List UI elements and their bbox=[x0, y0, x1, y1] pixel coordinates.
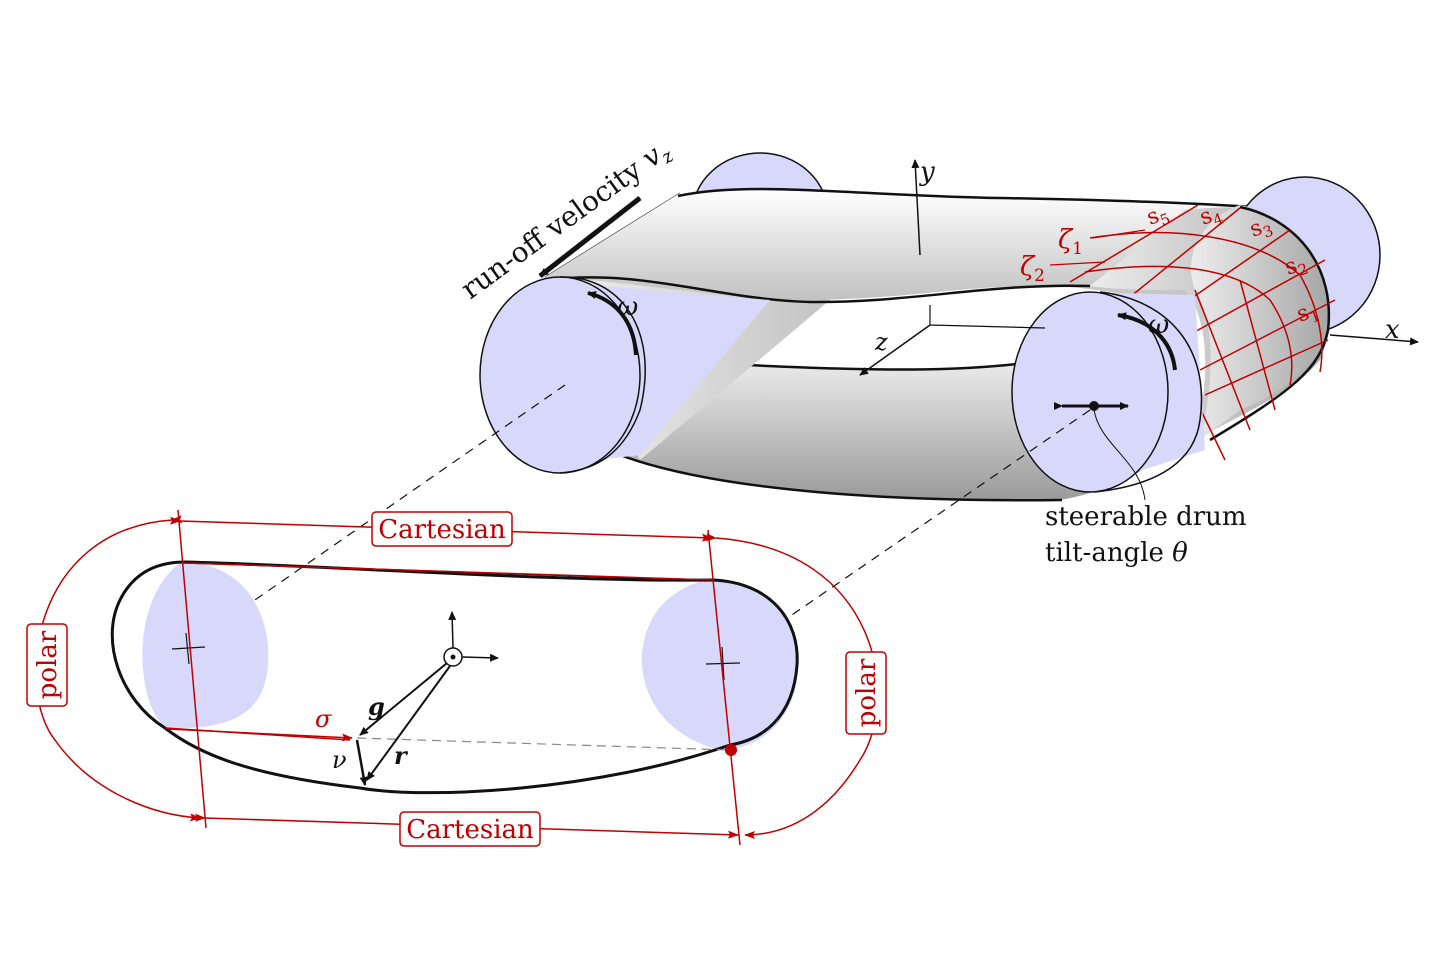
x-axis bbox=[1329, 334, 1419, 346]
front-left-drum-side bbox=[559, 276, 646, 474]
belt-right-wrap bbox=[1191, 205, 1330, 440]
belt-top-back-edge bbox=[677, 187, 1266, 210]
local-frame-dot bbox=[450, 654, 456, 660]
vector-nu bbox=[355, 739, 368, 786]
polar-left-tag: polar bbox=[26, 623, 68, 707]
zeta1-label: ζ1 bbox=[1058, 225, 1083, 259]
belt-coordinate-grid bbox=[1069, 204, 1336, 461]
g-label: g bbox=[368, 692, 385, 721]
svg-text:polar: polar bbox=[852, 658, 882, 727]
run-off-velocity-arrow bbox=[538, 196, 642, 278]
zeta1-leader bbox=[1092, 229, 1146, 239]
omega-right-label: ω bbox=[1148, 310, 1169, 340]
belt-cross-section bbox=[35, 509, 879, 846]
zeta2-leader bbox=[1049, 261, 1106, 266]
x-axis-label: x bbox=[1385, 315, 1400, 345]
polar-left-arc bbox=[35, 515, 201, 822]
belt-right-outer-edge bbox=[1209, 205, 1331, 442]
r-label: r bbox=[394, 741, 409, 770]
cartesian-bottom-tag: Cartesian bbox=[399, 811, 541, 847]
front-right-drum bbox=[1011, 291, 1169, 493]
belt-outline bbox=[110, 560, 799, 795]
steerable-drum-label: steerable drum bbox=[1045, 502, 1247, 532]
z-axis bbox=[859, 324, 931, 376]
omega-left-arrow bbox=[587, 291, 638, 356]
vector-r bbox=[366, 665, 451, 781]
local-frame-right bbox=[461, 653, 499, 662]
vector-g bbox=[359, 662, 448, 736]
axis-origin-frame bbox=[929, 305, 1046, 329]
dashed-chord bbox=[356, 737, 731, 751]
svg-text:polar: polar bbox=[33, 630, 63, 699]
svg-text:Cartesian: Cartesian bbox=[406, 815, 534, 845]
belt-drive-3d bbox=[189, 152, 1419, 664]
tilt-angle-label: tilt-angle θ bbox=[1045, 538, 1188, 568]
belt-top-front-edge bbox=[547, 276, 1091, 304]
omega-left-label: ω bbox=[617, 292, 638, 322]
contact-point bbox=[725, 744, 737, 756]
belt-bottom-outer-edge bbox=[619, 453, 1063, 502]
polar-right-tag: polar bbox=[845, 651, 887, 735]
z-axis-label: z bbox=[874, 328, 888, 356]
steer-pivot bbox=[1089, 401, 1099, 411]
y-axis-label: y bbox=[919, 157, 935, 187]
steer-leader-line bbox=[1093, 409, 1146, 501]
cartesian-top-tag: Cartesian bbox=[371, 511, 513, 547]
sigma-label: σ bbox=[315, 705, 332, 733]
omega-right-arrow bbox=[1117, 312, 1177, 371]
sigma-arrow bbox=[167, 728, 353, 742]
nu-label: ν bbox=[332, 746, 347, 774]
zeta2-label: ζ2 bbox=[1020, 252, 1045, 286]
y-axis bbox=[911, 159, 921, 256]
left-drum-disc bbox=[142, 562, 269, 729]
front-right-drum-side bbox=[1094, 291, 1203, 493]
local-frame-up bbox=[448, 611, 457, 649]
svg-text:Cartesian: Cartesian bbox=[378, 515, 506, 545]
